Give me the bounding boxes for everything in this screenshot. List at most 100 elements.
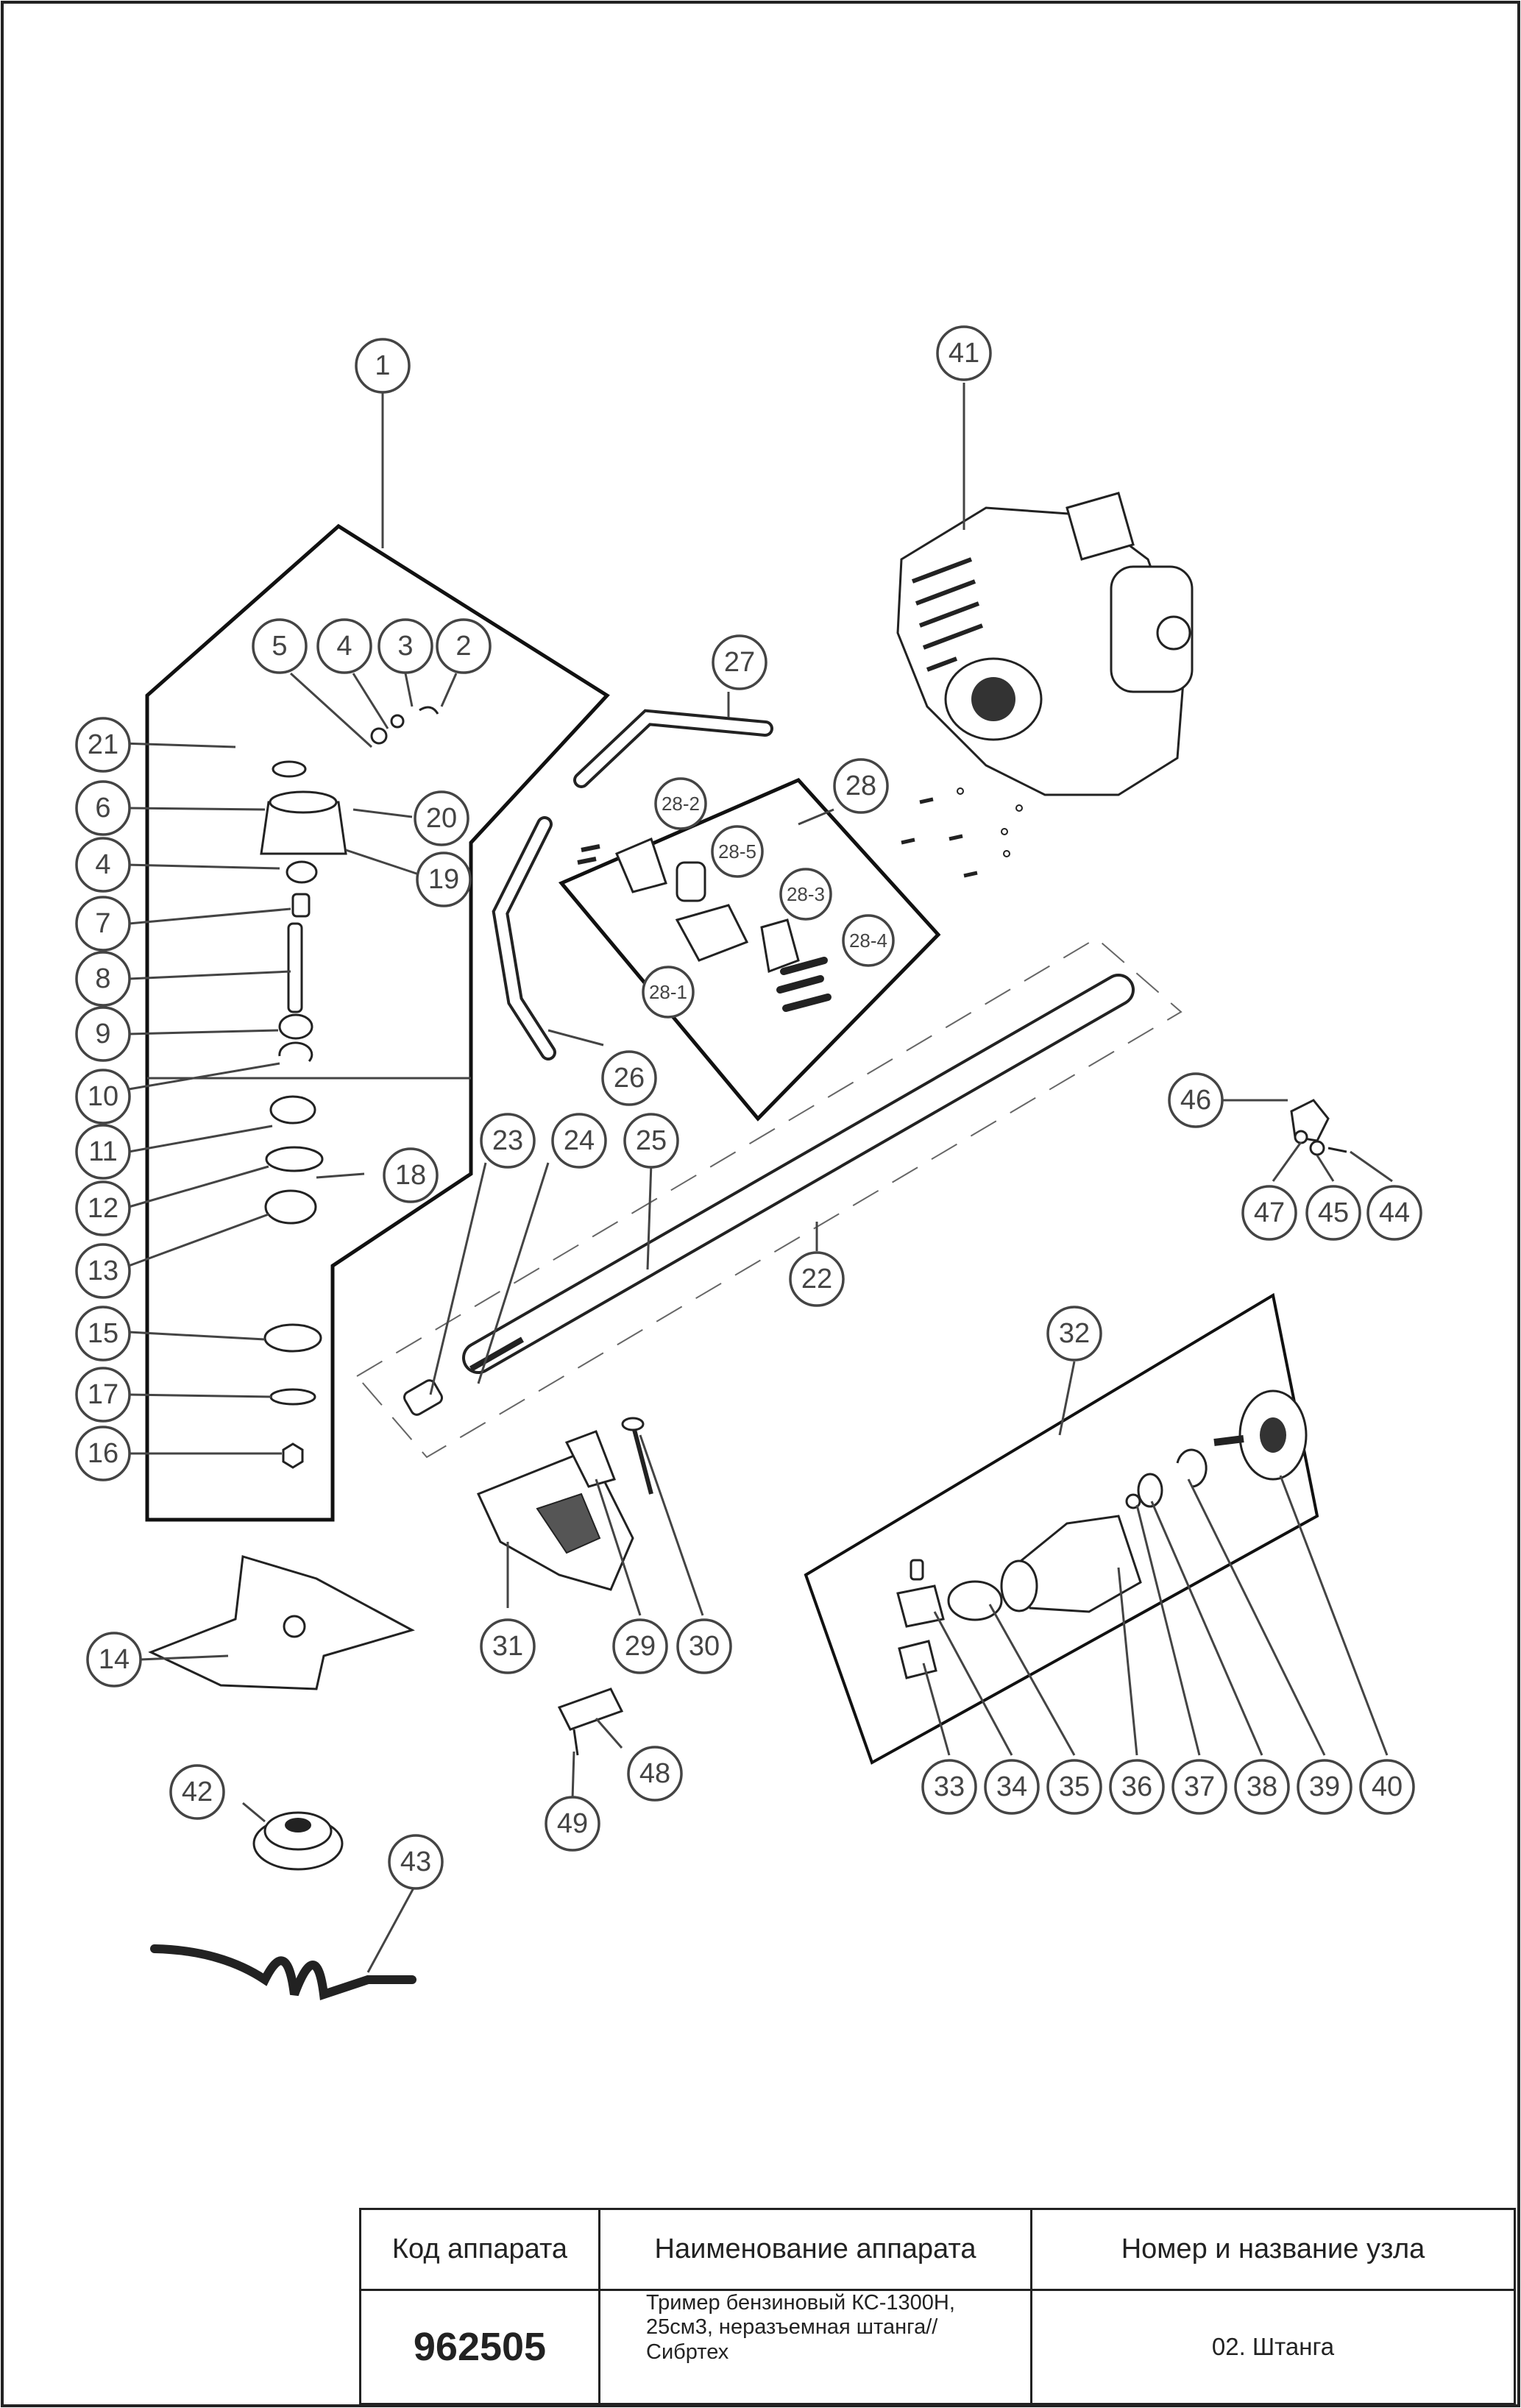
svg-text:8: 8 <box>95 963 110 994</box>
drive-shaft <box>403 974 1135 1416</box>
trimmer-head <box>252 1811 344 1871</box>
pin-49 <box>572 1729 579 1756</box>
svg-text:10: 10 <box>88 1081 118 1112</box>
device-name-line-1: Тример бензиновый КС-1300Н, <box>646 2291 955 2315</box>
handle-clamp-parts <box>577 837 832 1012</box>
callout-5: 5 <box>252 618 308 674</box>
svg-text:28-2: 28-2 <box>662 793 700 815</box>
svg-text:24: 24 <box>564 1125 595 1156</box>
svg-text:20: 20 <box>426 803 457 834</box>
svg-text:13: 13 <box>88 1256 118 1286</box>
shaft-group-outline <box>355 937 1183 1459</box>
svg-text:27: 27 <box>724 647 755 678</box>
callout-38: 38 <box>1234 1759 1290 1815</box>
callout-25: 25 <box>623 1113 679 1169</box>
device-name-line-2: 25см3, неразъемная штанга// <box>646 2315 938 2340</box>
group-1-outline <box>145 523 610 1522</box>
svg-text:28-4: 28-4 <box>849 929 887 952</box>
callout-26: 26 <box>601 1050 657 1106</box>
callout-30: 30 <box>676 1618 732 1674</box>
callout-15: 15 <box>75 1306 131 1361</box>
callout-16: 16 <box>75 1426 131 1481</box>
small-parts-44-47 <box>1290 1099 1347 1156</box>
callout-8: 8 <box>75 951 131 1007</box>
callout-28-5: 28-5 <box>711 825 764 878</box>
callout-46: 46 <box>1168 1072 1224 1128</box>
svg-text:31: 31 <box>492 1631 523 1662</box>
svg-text:42: 42 <box>182 1777 213 1807</box>
callout-48: 48 <box>627 1746 683 1802</box>
svg-text:48: 48 <box>639 1758 670 1789</box>
callout-43: 43 <box>388 1834 444 1890</box>
leader-lines <box>121 383 1393 1973</box>
svg-text:44: 44 <box>1379 1197 1410 1228</box>
svg-text:32: 32 <box>1059 1318 1090 1349</box>
svg-text:35: 35 <box>1059 1771 1090 1802</box>
header-device-code: Код аппарата <box>361 2210 600 2291</box>
svg-text:21: 21 <box>88 729 118 760</box>
svg-text:12: 12 <box>88 1193 118 1224</box>
device-name-value: Тример бензиновый КС-1300Н, 25см3, нераз… <box>600 2291 1032 2403</box>
callout-28-1: 28-1 <box>642 966 695 1019</box>
callout-4: 4 <box>316 618 372 674</box>
svg-text:41: 41 <box>949 338 979 369</box>
callout-31: 31 <box>480 1618 536 1674</box>
callout-23: 23 <box>480 1113 536 1169</box>
device-code-value: 962505 <box>361 2291 600 2403</box>
svg-text:3: 3 <box>397 631 413 662</box>
svg-text:45: 45 <box>1318 1197 1349 1228</box>
engine <box>896 492 1194 796</box>
callout-3: 3 <box>377 618 433 674</box>
callout-2: 2 <box>436 618 492 674</box>
callout-22: 22 <box>789 1251 845 1307</box>
svg-text:11: 11 <box>88 1136 117 1167</box>
svg-text:46: 46 <box>1180 1085 1211 1116</box>
svg-text:28-5: 28-5 <box>718 840 756 863</box>
blade <box>148 1555 415 1690</box>
harness-strap <box>150 1944 416 2001</box>
callout-9: 9 <box>75 1006 131 1062</box>
svg-text:47: 47 <box>1254 1197 1285 1228</box>
svg-text:29: 29 <box>625 1631 656 1662</box>
callout-19: 19 <box>416 851 472 907</box>
callout-17: 17 <box>75 1367 131 1423</box>
svg-text:33: 33 <box>934 1771 965 1802</box>
svg-text:43: 43 <box>400 1846 431 1877</box>
callout-12: 12 <box>75 1180 131 1236</box>
header-device-name: Наименование аппарата <box>600 2210 1032 2291</box>
callout-35: 35 <box>1046 1759 1102 1815</box>
guard-assembly <box>476 1417 653 1591</box>
callout-36: 36 <box>1109 1759 1165 1815</box>
svg-text:28-3: 28-3 <box>787 883 825 905</box>
svg-text:18: 18 <box>395 1160 426 1191</box>
svg-text:2: 2 <box>455 631 471 662</box>
svg-text:5: 5 <box>272 631 287 662</box>
callout-20: 20 <box>414 790 469 846</box>
callout-10: 10 <box>75 1069 131 1125</box>
cutting-head-parts <box>260 706 439 1469</box>
svg-text:38: 38 <box>1247 1771 1277 1802</box>
callout-39: 39 <box>1297 1759 1352 1815</box>
svg-text:4: 4 <box>95 849 110 880</box>
callout-34: 34 <box>984 1759 1040 1815</box>
node-value: 02. Штанга <box>1211 2333 1335 2360</box>
svg-text:26: 26 <box>614 1063 645 1094</box>
svg-text:37: 37 <box>1184 1771 1215 1802</box>
device-name-line-3: Сибртех <box>646 2340 729 2364</box>
svg-text:49: 49 <box>557 1808 588 1839</box>
title-block-table: Код аппарата Наименование аппарата Номер… <box>359 2208 1516 2405</box>
svg-text:23: 23 <box>492 1125 523 1156</box>
callout-33: 33 <box>921 1759 977 1815</box>
svg-text:4: 4 <box>336 631 352 662</box>
callout-41: 41 <box>936 325 992 381</box>
callout-6: 6 <box>75 780 131 836</box>
svg-text:30: 30 <box>689 1631 720 1662</box>
svg-text:1: 1 <box>375 350 390 381</box>
svg-text:9: 9 <box>95 1019 110 1049</box>
svg-text:40: 40 <box>1372 1771 1403 1802</box>
gearbox-parts <box>896 1389 1308 1679</box>
svg-text:15: 15 <box>88 1318 118 1349</box>
callout-27: 27 <box>712 634 767 690</box>
svg-text:25: 25 <box>636 1125 667 1156</box>
